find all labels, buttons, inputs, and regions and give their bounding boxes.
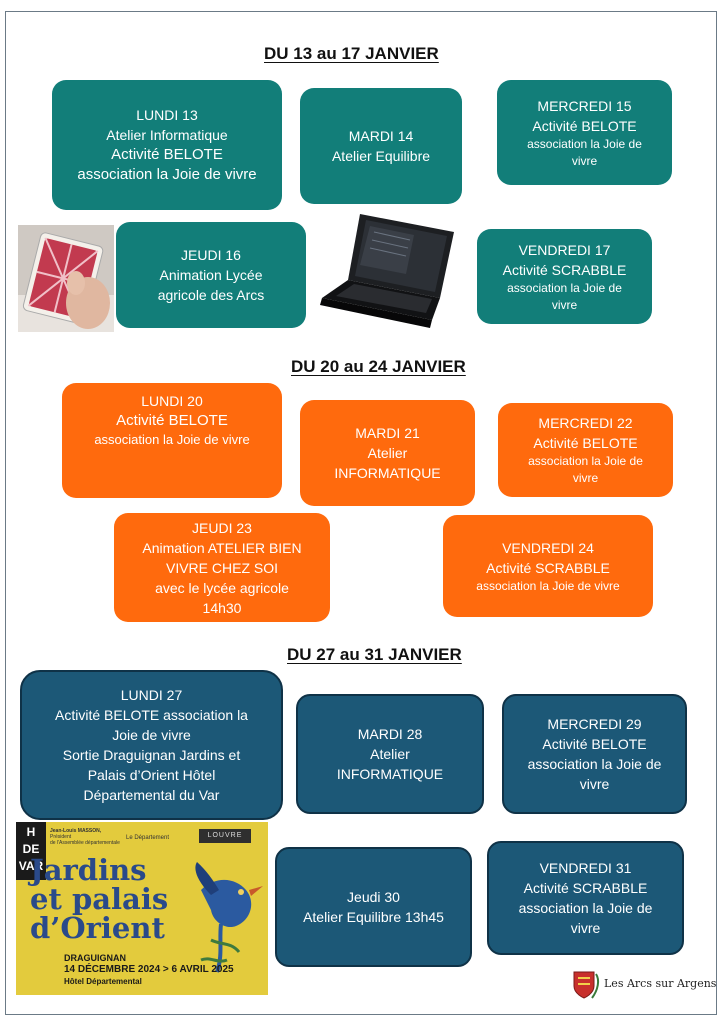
day-card-lundi-13: LUNDI 13 Atelier Informatique Activité B… xyxy=(52,80,282,210)
day-card-line: Activité BELOTE xyxy=(532,117,637,134)
day-card-line: Activité BELOTE association la xyxy=(55,707,248,723)
day-card-line: association la Joie de xyxy=(507,280,622,295)
day-card-line: Animation Lycée xyxy=(159,267,263,283)
page-frame xyxy=(5,11,717,1015)
day-card-line: association la Joie de vivre xyxy=(94,432,250,447)
day-card-lundi-27: LUNDI 27 Activité BELOTE association la … xyxy=(20,670,283,820)
day-card-mercredi-22: MERCREDI 22 Activité BELOTE association … xyxy=(498,403,673,497)
day-card-line: LUNDI 13 xyxy=(136,107,198,123)
day-card-line: Activité SCRABBLE xyxy=(502,261,627,278)
day-card-line: INFORMATIQUE xyxy=(336,766,444,782)
poster-departement-logo: Le Département xyxy=(126,835,170,841)
week-1-heading: DU 13 au 17 JANVIER xyxy=(264,44,439,63)
poster-venue: Hôtel Départemental xyxy=(64,977,142,986)
day-card-line: Activité BELOTE xyxy=(111,146,223,163)
day-card-mardi-28: MARDI 28 Atelier INFORMATIQUE xyxy=(296,694,484,814)
day-card-line: VENDREDI 17 xyxy=(518,241,611,258)
day-card-line: Joie de vivre xyxy=(112,727,191,743)
poster-title: Jardins et palais d’Orient xyxy=(30,856,168,943)
laptop-image xyxy=(314,210,460,334)
day-card-line: Atelier xyxy=(367,445,408,461)
day-card-line: Départemental du Var xyxy=(83,787,220,803)
poster-dates: 14 DÉCEMBRE 2024 > 6 AVRIL 2025 xyxy=(64,964,234,975)
day-card-line: MERCREDI 15 xyxy=(537,97,632,114)
playing-cards-photo xyxy=(18,225,114,332)
town-crest-icon xyxy=(573,971,600,999)
day-card-line: Atelier xyxy=(370,746,410,762)
day-card-line: Activité SCRABBLE xyxy=(486,559,610,576)
bird-illustration xyxy=(195,862,263,973)
day-card-line: MARDI 21 xyxy=(355,425,420,441)
day-card-line: Activité BELOTE xyxy=(542,736,647,752)
day-card-line: association la Joie de vivre xyxy=(77,166,257,183)
day-card-line: avec le lycée agricole xyxy=(155,579,289,596)
day-card-line: association la Joie de vivre xyxy=(476,578,620,593)
day-card-vendredi-17: VENDREDI 17 Activité SCRABBLE associatio… xyxy=(477,229,652,324)
poster-sponsor-name: Jean-Louis MASSON, xyxy=(50,828,102,834)
day-card-line: association la Joie de xyxy=(527,756,662,772)
day-card-line: vivre xyxy=(551,297,578,312)
day-card-jeudi-16: JEUDI 16 Animation Lycée agricole des Ar… xyxy=(116,222,306,328)
poster-sponsor-role: Président xyxy=(50,834,72,840)
day-card-line: MERCREDI 22 xyxy=(538,415,633,431)
day-card-line: association la Joie de xyxy=(518,900,653,916)
day-card-mardi-21: MARDI 21 Atelier INFORMATIQUE xyxy=(300,400,475,506)
day-card-line: Palais d’Orient Hôtel xyxy=(87,767,216,783)
poster-logo-text: VAR xyxy=(18,859,44,873)
day-card-line: MERCREDI 29 xyxy=(547,716,642,732)
day-card-jeudi-30: Jeudi 30 Atelier Equilibre 13h45 xyxy=(275,847,472,967)
poster-logo-text: H xyxy=(26,825,36,839)
day-card-line: Sortie Draguignan Jardins et xyxy=(62,747,241,763)
poster-logo-hdevar: H DE VAR xyxy=(16,822,46,880)
day-card-line: association la Joie de xyxy=(527,136,642,151)
day-card-line: vivre xyxy=(579,776,610,792)
day-card-line: Activité BELOTE xyxy=(116,412,228,429)
day-card-line: vivre xyxy=(571,153,598,168)
day-card-line: LUNDI 27 xyxy=(120,687,183,703)
day-card-vendredi-24: VENDREDI 24 Activité SCRABBLE associatio… xyxy=(443,515,653,617)
day-card-mercredi-15: MERCREDI 15 Activité BELOTE association … xyxy=(497,80,672,185)
day-card-line: VENDREDI 31 xyxy=(539,860,632,876)
day-card-line: Atelier Equilibre xyxy=(331,148,431,164)
day-card-line: Atelier Informatique xyxy=(106,127,228,143)
poster-sponsor: Jean-Louis MASSON, Président de l'Assemb… xyxy=(50,828,120,846)
day-card-line: JEUDI 23 xyxy=(192,519,252,536)
day-card-vendredi-31: VENDREDI 31 Activité SCRABBLE associatio… xyxy=(487,841,684,955)
day-card-line: VIVRE CHEZ SOI xyxy=(165,559,279,576)
day-card-jeudi-23: JEUDI 23 Animation ATELIER BIEN VIVRE CH… xyxy=(114,513,330,622)
les-arcs-logo: Les Arcs sur Argens xyxy=(570,968,716,1002)
day-card-line: Activité BELOTE xyxy=(533,435,638,451)
day-card-line: INFORMATIQUE xyxy=(334,465,441,481)
day-card-mercredi-29: MERCREDI 29 Activité BELOTE association … xyxy=(502,694,687,814)
day-card-line: MARDI 28 xyxy=(357,726,423,742)
poster-title-line: Jardins xyxy=(30,853,147,887)
day-card-line: VENDREDI 24 xyxy=(502,539,594,556)
day-card-line: vivre xyxy=(570,920,601,936)
day-card-lundi-20: LUNDI 20 Activité BELOTE association la … xyxy=(62,383,282,498)
day-card-line: LUNDI 20 xyxy=(141,393,203,409)
day-card-mardi-14: MARDI 14 Atelier Equilibre xyxy=(300,88,462,204)
week-3-heading: DU 27 au 31 JANVIER xyxy=(287,645,462,664)
jardins-poster: H DE VAR Jean-Louis MASSON, Président de… xyxy=(16,822,268,995)
day-card-line: Activité SCRABBLE xyxy=(523,880,648,896)
poster-city: DRAGUIGNAN xyxy=(64,953,126,963)
poster-louvre-logo: LOUVRE xyxy=(199,829,251,843)
day-card-line: Jeudi 30 xyxy=(347,889,400,905)
poster-title-line: et palais xyxy=(30,882,169,916)
day-card-line: MARDI 14 xyxy=(348,128,414,144)
week-2-heading: DU 20 au 24 JANVIER xyxy=(291,357,466,376)
day-card-line: JEUDI 16 xyxy=(181,247,241,263)
day-card-line: vivre xyxy=(572,471,599,485)
poster-title-line: d’Orient xyxy=(30,911,165,945)
day-card-line: Animation ATELIER BIEN xyxy=(142,539,302,556)
poster-sponsor-role: de l'Assemblée départementale xyxy=(50,840,120,846)
poster-logo-text: DE xyxy=(22,842,40,856)
day-card-line: agricole des Arcs xyxy=(157,287,265,303)
day-card-line: Atelier Equilibre 13h45 xyxy=(303,909,444,925)
day-card-line: 14h30 xyxy=(202,599,242,616)
day-card-line: association la Joie de xyxy=(528,454,643,468)
town-name: Les Arcs sur Argens xyxy=(604,977,717,990)
